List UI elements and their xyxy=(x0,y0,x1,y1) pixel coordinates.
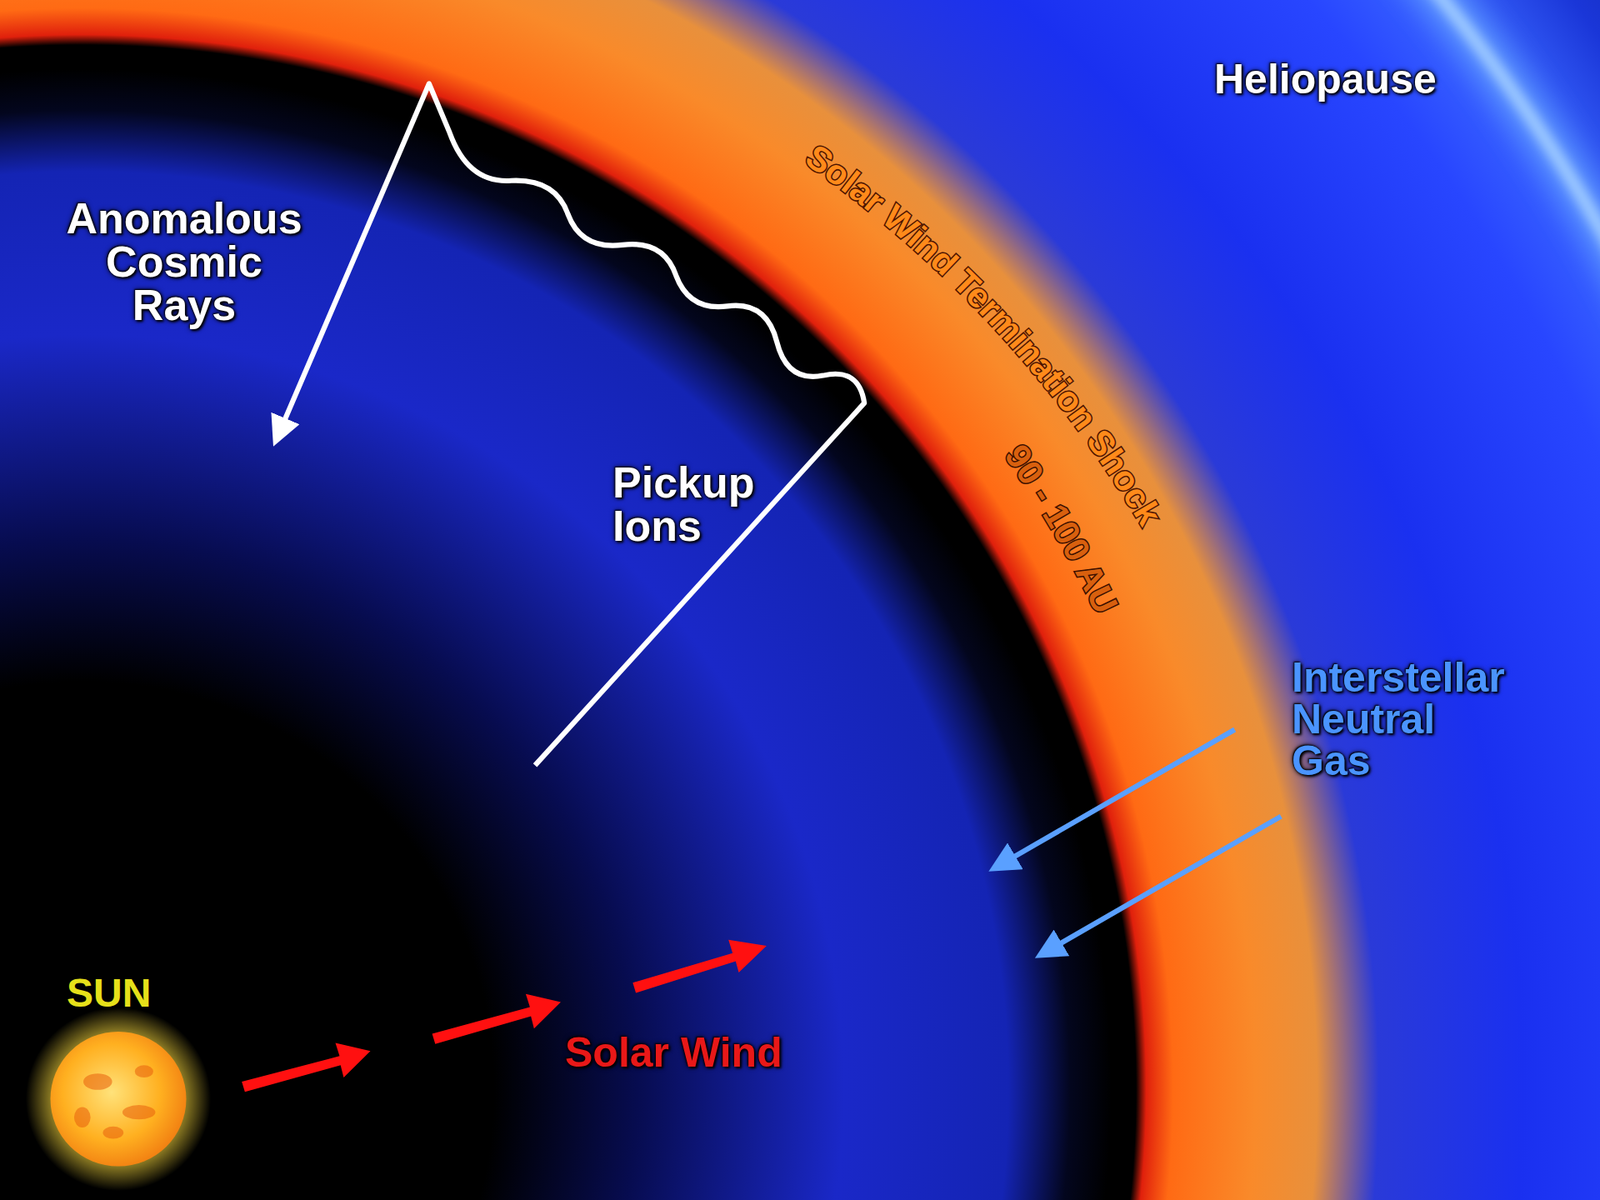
solar-wind-label: Solar Wind xyxy=(565,1031,783,1074)
shock-distance: 90 - 100 AU xyxy=(997,437,1126,620)
neutral-gas-label: Interstellar Neutral Gas xyxy=(1291,656,1517,782)
heliopause-label: Heliopause xyxy=(1214,58,1437,100)
pickup-ions-label: Pickup Ions xyxy=(612,460,805,548)
sun-label: SUN xyxy=(66,973,151,1014)
shock-label: Solar Wind Termination Shock xyxy=(799,136,1170,533)
cosmic-rays-label: Anomalous Cosmic Rays xyxy=(59,196,310,327)
